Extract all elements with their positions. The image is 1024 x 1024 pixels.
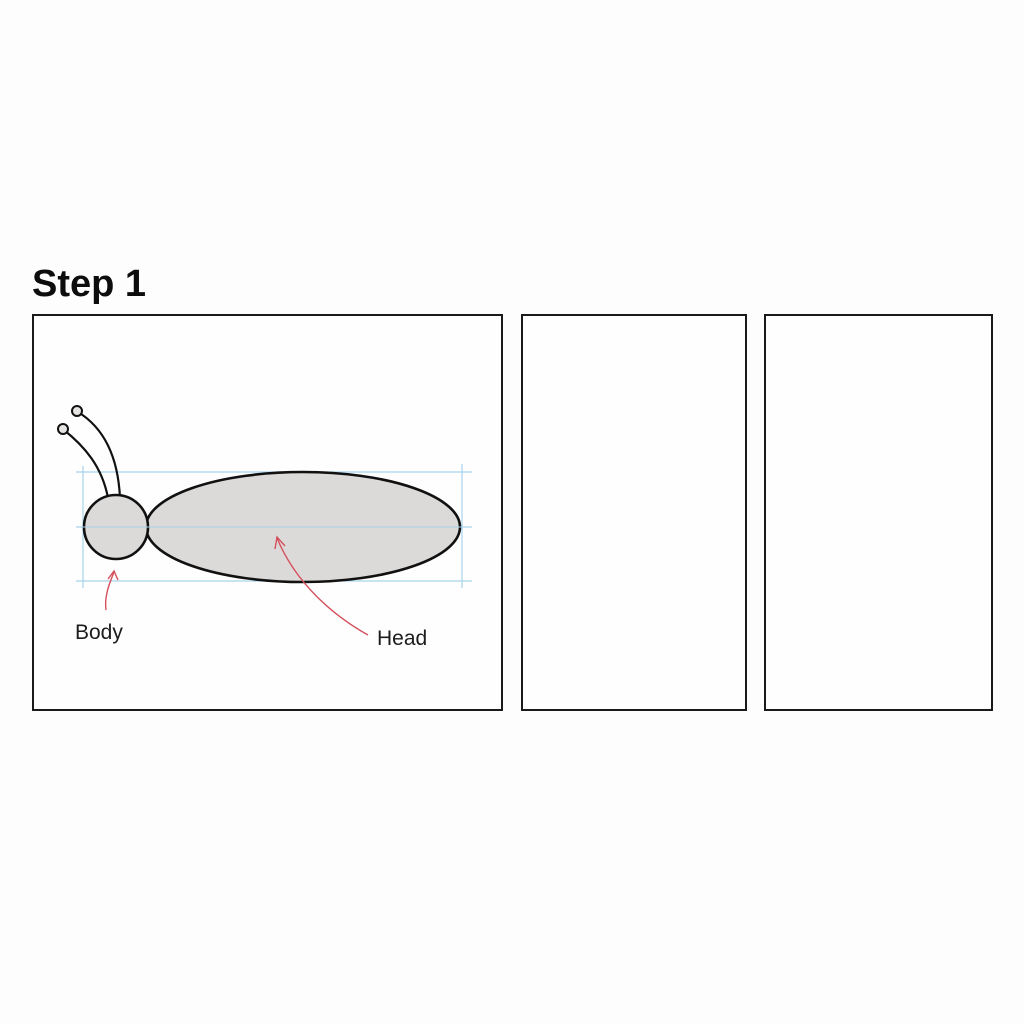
drawing-panel-step-1: Body Head — [32, 314, 503, 711]
label-head: Head — [377, 627, 428, 650]
antenna-tip-left — [57, 423, 69, 435]
empty-panel-2 — [521, 314, 747, 711]
antenna-left — [63, 429, 110, 499]
empty-panel-3 — [764, 314, 993, 711]
antenna-tip-right — [71, 405, 83, 417]
arrow-to-oval — [276, 537, 369, 636]
bug-drawing — [57, 405, 472, 636]
label-body: Body — [75, 621, 123, 644]
antenna-right — [77, 411, 122, 499]
arrowhead-oval — [274, 535, 286, 550]
arrowhead-circle — [107, 569, 119, 581]
annotation-arrows — [104, 535, 369, 636]
step-title: Step 1 — [32, 263, 147, 305]
arrow-to-circle — [104, 571, 115, 611]
